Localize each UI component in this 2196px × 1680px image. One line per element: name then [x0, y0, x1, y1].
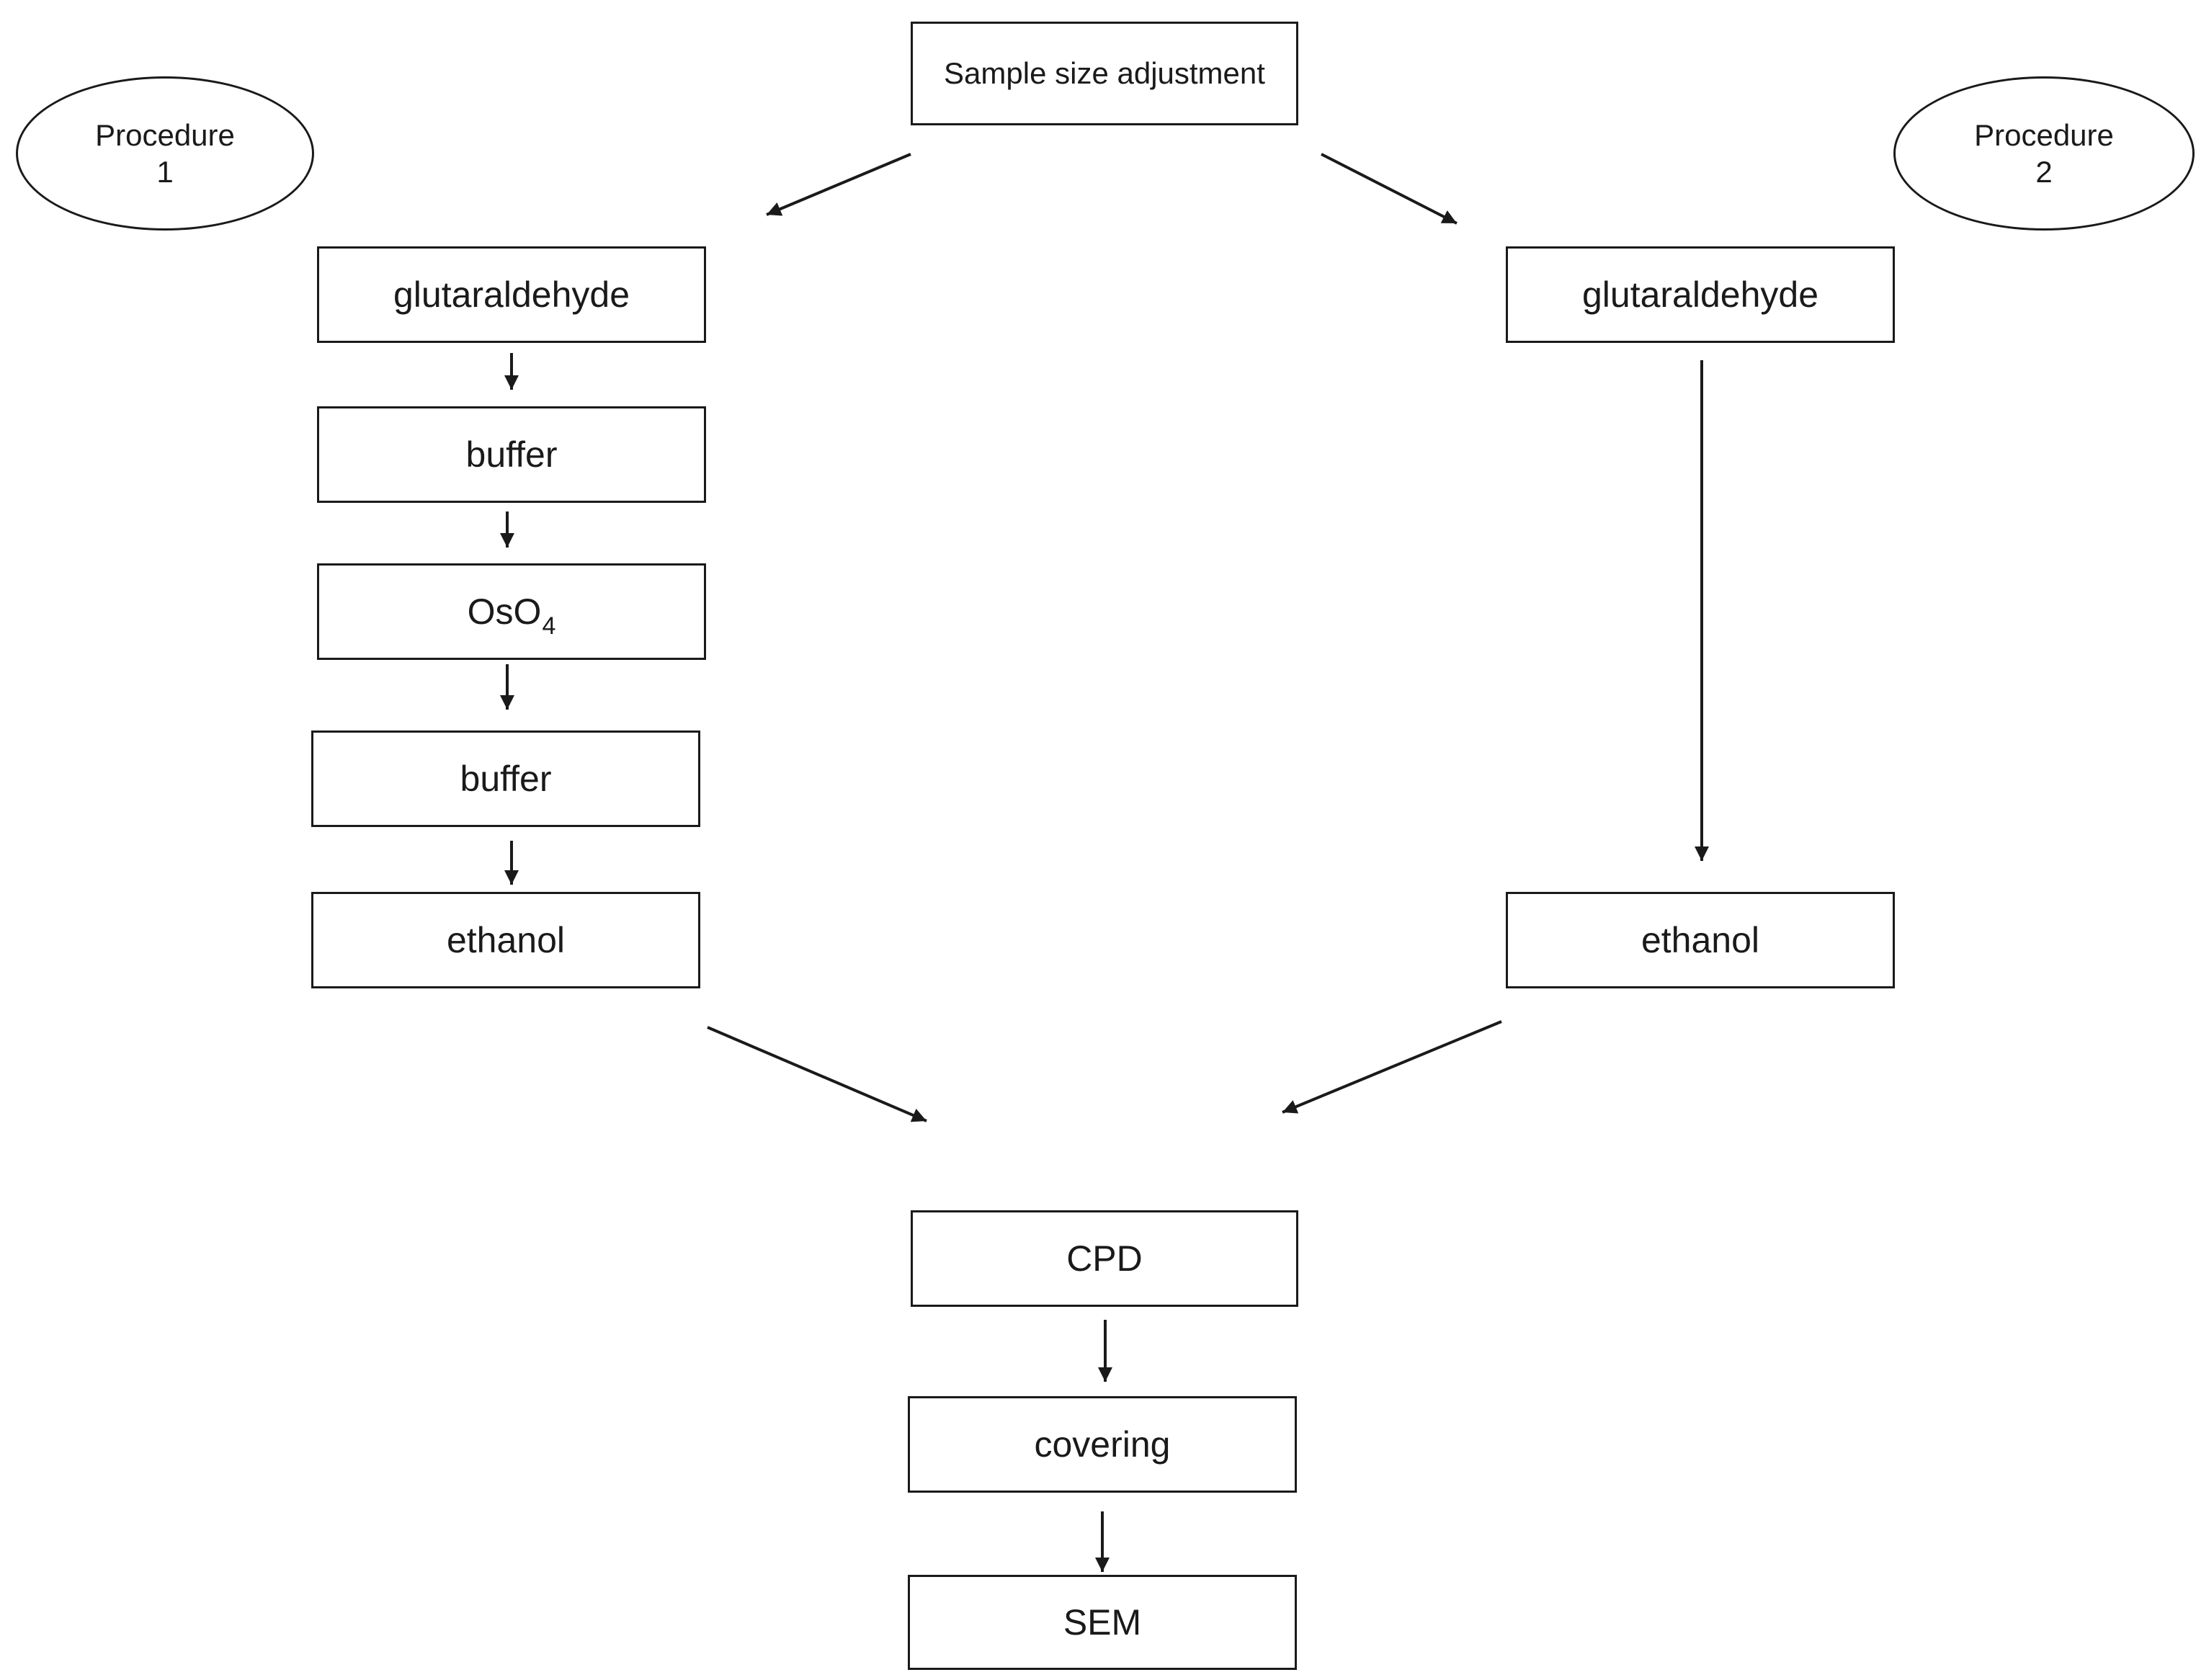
p2-glutaraldehyde-box: glutaraldehyde [1506, 246, 1895, 343]
procedure-2-tag-line2: 2 [2035, 155, 2053, 189]
cpd-label: CPD [1066, 1238, 1143, 1279]
sample-size-adjustment-box: Sample size adjustment [911, 22, 1298, 125]
covering-label: covering [1034, 1424, 1171, 1465]
sample-size-adjustment-label: Sample size adjustment [944, 56, 1265, 90]
sem-label: SEM [1063, 1602, 1142, 1643]
p2-ethanol-box: ethanol [1506, 892, 1895, 988]
p1-oso4-subscript: 4 [542, 612, 556, 640]
p1-glutaraldehyde-box: glutaraldehyde [317, 246, 706, 343]
procedure-1-tag-line1: Procedure [95, 117, 235, 152]
arrow-p1-ethanol-to-cpd [707, 1026, 927, 1122]
covering-box: covering [908, 1396, 1297, 1493]
p2-ethanol-label: ethanol [1641, 920, 1760, 960]
p1-ethanol-label: ethanol [446, 920, 566, 960]
procedure-2-tag: Procedure 2 [1893, 76, 2195, 231]
arrow-top-to-procedure1 [766, 153, 911, 216]
sem-box: SEM [908, 1575, 1297, 1670]
arrow-top-to-procedure2 [1321, 153, 1458, 225]
procedure-1-tag-line2: 1 [156, 155, 174, 189]
p1-buffer-label-1: buffer [465, 434, 558, 475]
p1-oso4-base: OsO [467, 591, 542, 632]
procedure-1-tag: Procedure 1 [16, 76, 314, 231]
p1-glutaraldehyde-label: glutaraldehyde [393, 274, 630, 315]
cpd-box: CPD [911, 1210, 1298, 1307]
p1-buffer-label-2: buffer [460, 759, 552, 799]
procedure-2-tag-line1: Procedure [1974, 117, 2114, 152]
p1-buffer-box-1: buffer [317, 406, 706, 503]
arrow-p2-ethanol-to-cpd [1282, 1020, 1502, 1114]
p2-glutaraldehyde-label: glutaraldehyde [1581, 274, 1819, 315]
p1-buffer-box-2: buffer [311, 730, 700, 827]
p1-ethanol-box: ethanol [311, 892, 700, 988]
p1-oso4-box: OsO4 [317, 563, 706, 660]
p1-oso4-label: OsO4 [467, 591, 556, 638]
